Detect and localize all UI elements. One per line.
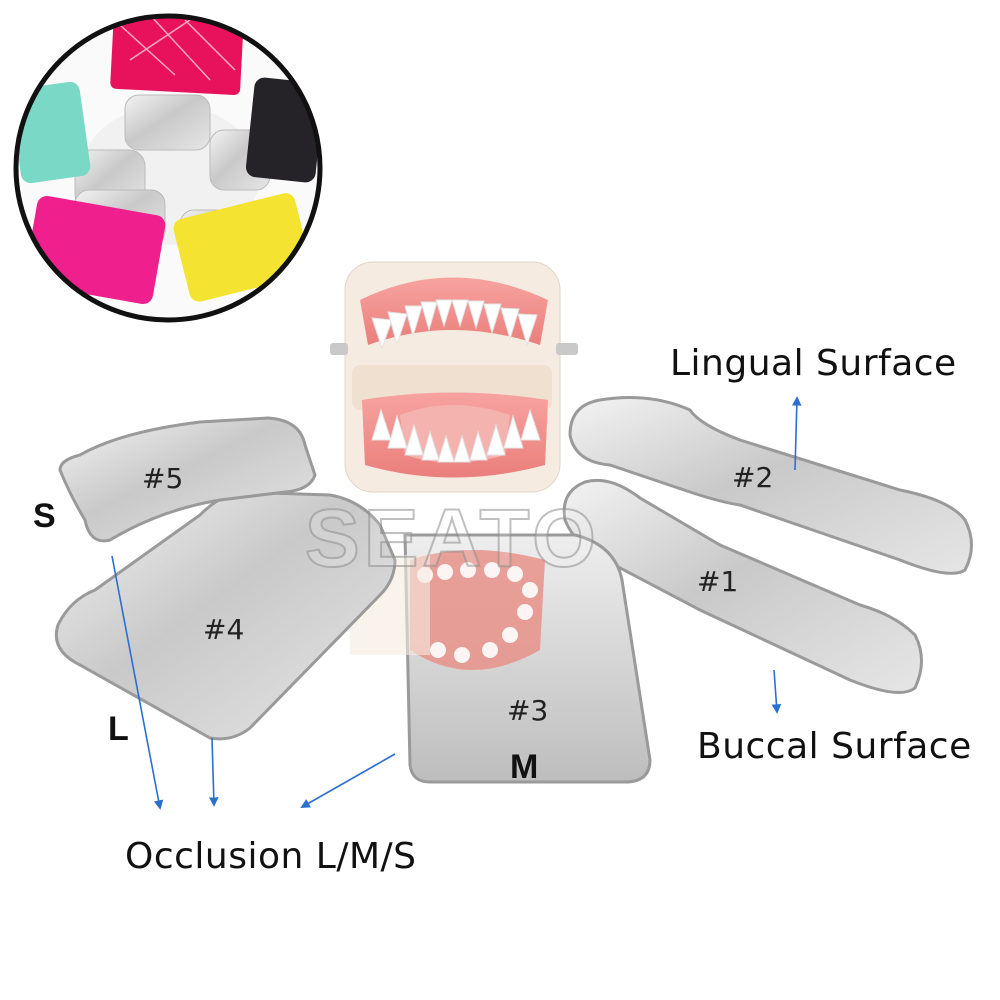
mirror-4 [54,490,397,741]
pink-case [110,16,244,96]
mirror-1 [562,478,923,694]
size-large-label: L [108,710,129,748]
mirror-2-label: #2 [732,461,774,494]
arrow-occlusion-s [111,555,164,810]
arrow-occlusion-l [208,737,219,807]
lingual-surface-caption: Lingual Surface [670,343,957,384]
mirror-5-label: #5 [142,462,184,495]
mirror-3-label: #3 [507,694,549,727]
mirror-2 [568,396,973,575]
annotation-arrows [111,396,802,810]
size-small-label: S [33,497,56,535]
mirror-1-label: #1 [697,565,739,598]
inset-circle [13,13,323,323]
watermark: SEATO [304,492,600,585]
size-medium-label: M [510,748,539,786]
arrow-lingual [791,396,802,471]
buccal-surface-caption: Buccal Surface [697,726,972,767]
mirror-5 [58,416,317,543]
arrow-buccal [771,669,782,714]
dental-model [330,261,578,493]
arrow-occlusion-m [300,753,396,808]
occlusion-caption: Occlusion L/M/S [125,836,417,877]
mirror-4-label: #4 [203,613,245,646]
